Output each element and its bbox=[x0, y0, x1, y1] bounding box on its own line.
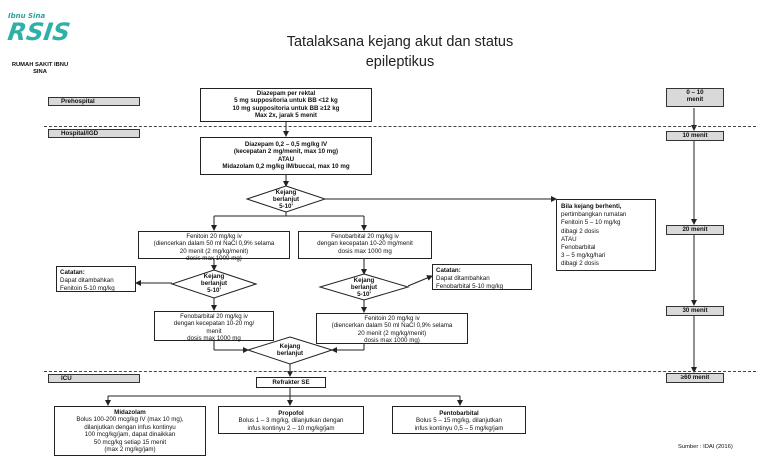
logo-tagline: Ibnu Sina bbox=[8, 12, 46, 20]
fenitoin-box-left: Fenitoin 20 mg/kg iv (diencerkan dalam 5… bbox=[138, 231, 290, 262]
lane-label-hospital: Hospital/IGD bbox=[48, 129, 140, 138]
catatan-box-left: Catatan: Dapat ditambahkan Fenitoin 5-10… bbox=[56, 266, 136, 292]
lane-divider-icu bbox=[44, 371, 756, 372]
lane-divider-hospital bbox=[44, 126, 756, 127]
hospital-name: RUMAH SAKIT IBNU SINA bbox=[11, 62, 69, 75]
midazolam-box: Midazolam Bolus 100-200 mcg/kg IV (max 1… bbox=[54, 406, 206, 456]
refrakter-box: Refrakter SE bbox=[256, 377, 326, 388]
fenitoin-box-right: Fenitoin 20 mg/kg iv (diencerkan dalam 5… bbox=[316, 313, 468, 344]
propofol-box: Propofol Bolus 1 – 3 mg/kg, dilanjutkan … bbox=[218, 406, 364, 434]
source-citation: Sumber : IDAI (2016) bbox=[678, 444, 733, 450]
fenobarbital-box-left: Fenobarbital 20 mg/kg iv dengan kecepata… bbox=[154, 311, 274, 342]
maintenance-note-box: Bila kejang berhenti, pertimbangkan ruma… bbox=[556, 199, 656, 271]
lane-label-icu: ICU bbox=[48, 374, 140, 383]
decision-diamond-4 bbox=[246, 336, 334, 365]
title-line-2: epileptikus bbox=[365, 54, 435, 70]
decision-diamond-3 bbox=[318, 273, 410, 301]
lane-label-prehospital: Prehospital bbox=[48, 97, 140, 106]
page-title: Tatalaksana kejang akut dan status epile… bbox=[240, 32, 560, 72]
prehospital-box: Diazepam per rektal 5 mg suppositoria un… bbox=[200, 88, 372, 122]
time-marker-10: 10 menit bbox=[666, 131, 724, 141]
igd-box: Diazepam 0,2 – 0,5 mg/kg IV (kecepatan 2… bbox=[200, 137, 372, 175]
time-marker-20: 20 menit bbox=[666, 225, 724, 235]
fenobarbital-box-right: Fenobarbital 20 mg/kg iv dengan kecepata… bbox=[298, 231, 432, 259]
pentobarbital-box: Pentobarbital Bolus 5 – 15 mg/kg, dilanj… bbox=[392, 406, 526, 434]
decision-diamond-2 bbox=[170, 269, 258, 299]
time-marker-30: 30 menit bbox=[666, 306, 724, 316]
decision-diamond-1 bbox=[245, 185, 327, 213]
title-line-1: Tatalaksana kejang akut dan status bbox=[286, 34, 514, 50]
time-marker-60: ≥60 menit bbox=[666, 373, 724, 383]
catatan-box-right: Catatan: Dapat ditambahkan Fenobarbital … bbox=[432, 264, 532, 290]
